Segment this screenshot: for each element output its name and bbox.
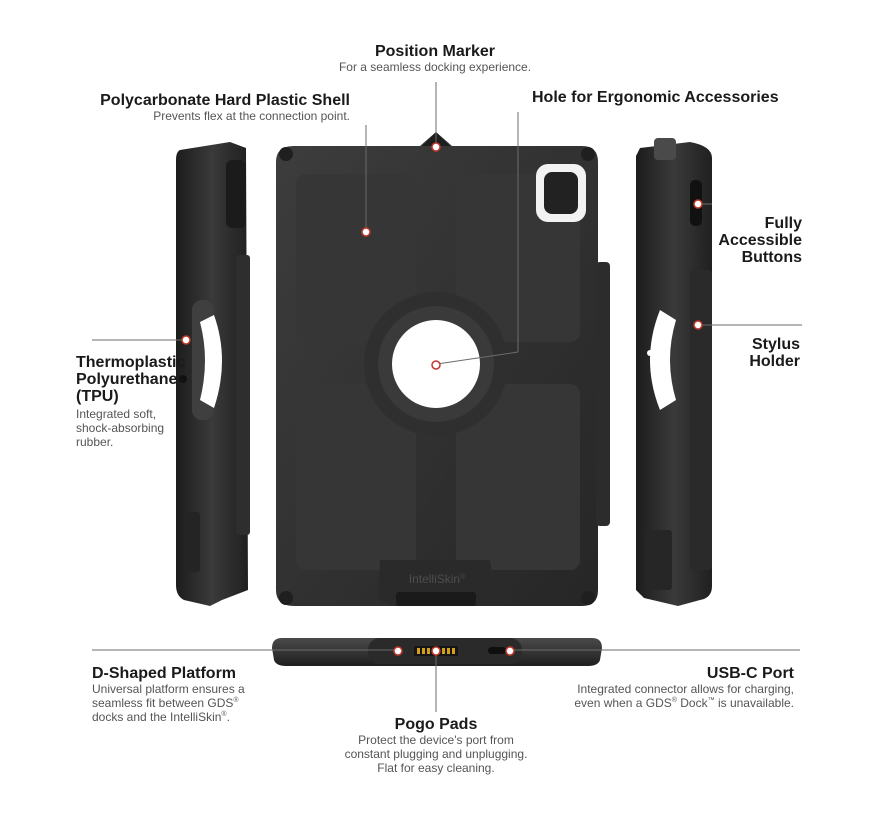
leader-lines (92, 82, 802, 712)
right-side-stylus-rail (690, 270, 712, 570)
callout-desc-line: Universal platform ensures a (92, 682, 245, 696)
callout-desc-line: constant plugging and unplugging. (344, 747, 528, 761)
left-side-round-cutout (200, 315, 222, 408)
callout-desc-line: Integrated soft, (76, 407, 157, 421)
callout-position-marker: Position Marker For a seamless docking e… (300, 43, 570, 74)
callout-desc-line: docks and the IntelliSkin®. (92, 710, 230, 724)
left-side-lower-edge (184, 512, 200, 572)
corner-tab-bl (279, 591, 293, 605)
marker-hard-shell (361, 227, 371, 237)
callout-desc: For a seamless docking experience. (338, 60, 532, 74)
callout-title: Position Marker (374, 43, 496, 60)
marker-stylus (693, 320, 703, 330)
callout-desc-line: Integrated connector allows for charging… (577, 682, 794, 696)
back-panel-bl (296, 384, 416, 570)
callout-hard-shell: Polycarbonate Hard Plastic Shell Prevent… (40, 92, 350, 123)
left-side-port (179, 375, 187, 383)
marker-tpu (181, 335, 191, 345)
marker-position (431, 142, 441, 152)
right-side-lower-edge (646, 530, 672, 590)
right-side-view (636, 138, 712, 606)
callout-title-line: (TPU) (76, 388, 119, 405)
right-side-port (647, 350, 653, 356)
callout-title: Hole for Ergonomic Accessories (532, 89, 779, 106)
callout-tpu: Thermoplastic Polyurethane (TPU) Integra… (76, 354, 206, 449)
left-side-rail (236, 255, 250, 535)
back-panel-br (456, 384, 580, 570)
callout-buttons: Fully Accessible Buttons (690, 215, 802, 266)
corner-tab-tr (581, 147, 595, 161)
callout-title-line: Buttons (741, 249, 802, 266)
callout-title-line: Accessible (718, 232, 802, 249)
callout-title: D-Shaped Platform (92, 665, 237, 682)
marker-buttons (693, 199, 703, 209)
usb-c-opening (488, 647, 506, 654)
callout-title: Pogo Pads (394, 716, 478, 733)
callout-desc-line: even when a GDS® Dock™ is unavailable. (574, 696, 794, 710)
corner-tab-br (581, 591, 595, 605)
back-panel-tl (296, 174, 416, 342)
callout-d-platform: D-Shaped Platform Universal platform ens… (92, 665, 332, 724)
brand-mark: IntelliSkin® (409, 572, 466, 586)
callout-desc-line: Protect the device's port from (358, 733, 514, 747)
callout-title: Polycarbonate Hard Plastic Shell (100, 92, 350, 109)
callout-title-line: Thermoplastic (76, 354, 186, 371)
marker-usb-c (505, 646, 515, 656)
back-view (276, 132, 610, 606)
callout-title: USB-C Port (706, 665, 794, 682)
left-side-camera-bump (226, 160, 246, 228)
marker-ergonomic-hole (431, 360, 441, 370)
right-side-camera-edge (654, 138, 676, 160)
right-side-round-cutout (650, 310, 676, 410)
callout-pogo: Pogo Pads Protect the device's port from… (306, 716, 566, 775)
marker-d-platform (393, 646, 403, 656)
left-side-view (176, 142, 250, 606)
d-platform-bar (396, 592, 476, 606)
callout-ergonomic-hole: Hole for Ergonomic Accessories (532, 89, 832, 106)
callout-title-line: Stylus (751, 336, 800, 353)
callout-desc-line: shock-absorbing (76, 421, 165, 435)
corner-tab-tl (279, 147, 293, 161)
callout-title-line: Polyurethane (76, 371, 178, 388)
callout-desc: Prevents flex at the connection point. (153, 109, 350, 123)
callout-desc-line: Flat for easy cleaning. (377, 761, 495, 775)
stylus-channel (596, 262, 610, 526)
callout-desc-line: rubber. (76, 435, 114, 449)
callout-stylus: Stylus Holder (690, 336, 800, 370)
callout-usb-c: USB-C Port Integrated connector allows f… (500, 665, 794, 710)
marker-dots (181, 142, 703, 656)
marker-pogo (431, 646, 441, 656)
camera-cutout-inner (544, 172, 578, 214)
callout-title-line: Fully (764, 215, 802, 232)
callout-desc-line: seamless fit between GDS® (92, 696, 239, 710)
callout-title-line: Holder (749, 353, 800, 370)
